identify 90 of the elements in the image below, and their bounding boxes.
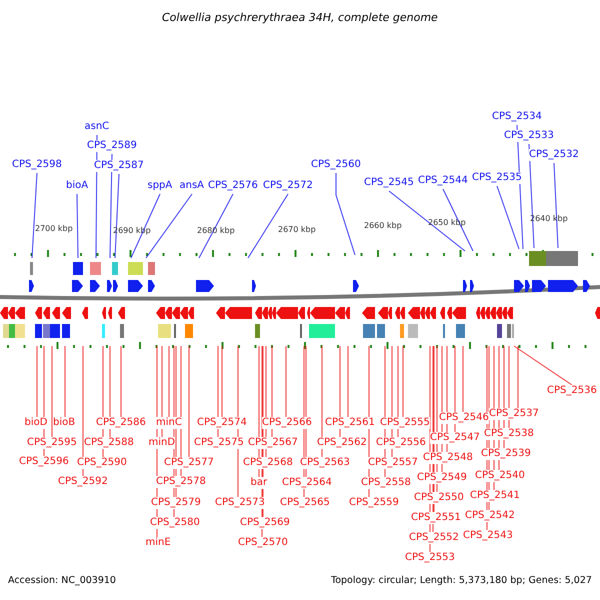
genome-info-text: Topology: circular; Length: 5,373,180 bp; Genes: 5,027 [331,575,592,587]
gene-label: CPS_2537 [489,408,539,420]
gene-label: CPS_2535 [472,172,522,184]
leader-line [554,162,558,248]
gene-label: CPS_2575 [194,437,244,449]
leader-line [114,174,120,258]
gene-label: CPS_2566 [262,417,312,429]
gene-label: CPS_2570 [238,537,288,549]
gene-label: CPS_2576 [208,180,258,192]
gene-label: CPS_2587 [94,160,144,172]
gene-label: CPS_2569 [240,517,290,529]
leader-line [514,346,572,386]
gene-label: CPS_2542 [465,510,515,522]
leader-line [442,188,474,252]
gene-label: CPS_2598 [12,159,62,171]
leader-line [64,346,66,418]
gene-label: CPS_2561 [325,417,375,429]
leader-line [402,346,404,418]
leader-line [110,154,112,258]
leader-line [82,346,84,476]
gene-label: CPS_2567 [248,437,298,449]
gene-label: CPS_2574 [197,417,247,429]
leader-line [528,144,534,248]
gene-label: CPS_2532 [529,149,579,161]
gene-label: CPS_2578 [156,476,206,488]
scale-label: 2670 kbp [278,225,316,234]
gene-label: CPS_2559 [349,497,399,509]
gene-label: CPS_2560 [311,159,361,171]
map-title: Colwellia psychrerythraea 34H, complete genome [162,12,438,24]
leader-line [32,172,38,258]
gene-label: CPS_2592 [58,476,108,488]
leader-line [454,346,456,432]
leader-line [120,346,122,418]
gene-label: CPS_2551 [411,512,461,524]
gene-label: CPS_2563 [300,457,350,469]
gene-label: CPS_2543 [463,530,513,542]
scale-label: 2660 kbp [364,221,402,230]
gene-label: CPS_2539 [481,448,531,460]
gene-label: CPS_2550 [414,492,464,504]
gene-label: CPS_2544 [418,175,468,187]
gene-label: CPS_2553 [405,552,455,564]
gene-label: CPS_2536 [547,385,597,397]
gene-label: CPS_2573 [215,497,265,509]
gene-label: CPS_2572 [263,180,313,192]
gene-label: bioD [24,417,48,429]
leader-line [168,346,170,418]
leader-line [248,194,288,258]
gene-label: CPS_2547 [430,432,480,444]
gene-label: CPS_2538 [484,428,534,440]
leader-line [76,194,78,258]
leader-line [336,172,356,256]
leader-line [36,346,38,418]
leader-line [146,194,192,258]
gene-label: CPS_2565 [280,497,330,509]
gene-label: CPS_2548 [423,452,473,464]
gene-label: CPS_2568 [243,457,293,469]
gene-label: CPS_2595 [27,437,77,449]
gene-label: CPS_2541 [470,490,520,502]
gene-label: CPS_2540 [475,470,525,482]
gene-label: CPS_2533 [504,130,554,142]
gene-label: CPS_2564 [282,477,332,489]
gene-label: CPS_2589 [87,140,137,152]
gene-label: CPS_2562 [317,437,367,449]
gene-label: CPS_2556 [376,437,426,449]
gene-label: CPS_2579 [151,497,201,509]
gene-label: bar [250,477,268,489]
leader-line [496,186,520,250]
gene-label: CPS_2596 [19,456,69,468]
genome-info-text: Accession: NC_003910 [8,575,116,587]
leader-line [462,346,464,412]
scale-label: 2700 kbp [35,224,73,233]
gene-label: CPS_2546 [439,412,489,424]
gene-label: CPS_2552 [409,532,459,544]
gene-label: CPS_2555 [380,417,430,429]
gene-label: minD [148,437,176,449]
gene-label: CPS_2534 [492,111,542,123]
gene-label: CPS_2586 [96,417,146,429]
leader-line [198,194,234,258]
gene-label: sppA [148,180,172,192]
gene-label: CPS_2557 [368,457,418,469]
gene-label: CPS_2549 [417,472,467,484]
gene-label: CPS_2590 [77,457,127,469]
leader-line [188,346,190,458]
gene-label: CPS_2558 [361,477,411,489]
gene-label: minC [156,417,182,429]
leader-line [388,190,466,252]
gene-label: CPS_2545 [364,177,414,189]
gene-label: CPS_2577 [164,457,214,469]
gene-label: CPS_2588 [84,437,134,449]
gene-label: CPS_2580 [150,517,200,529]
